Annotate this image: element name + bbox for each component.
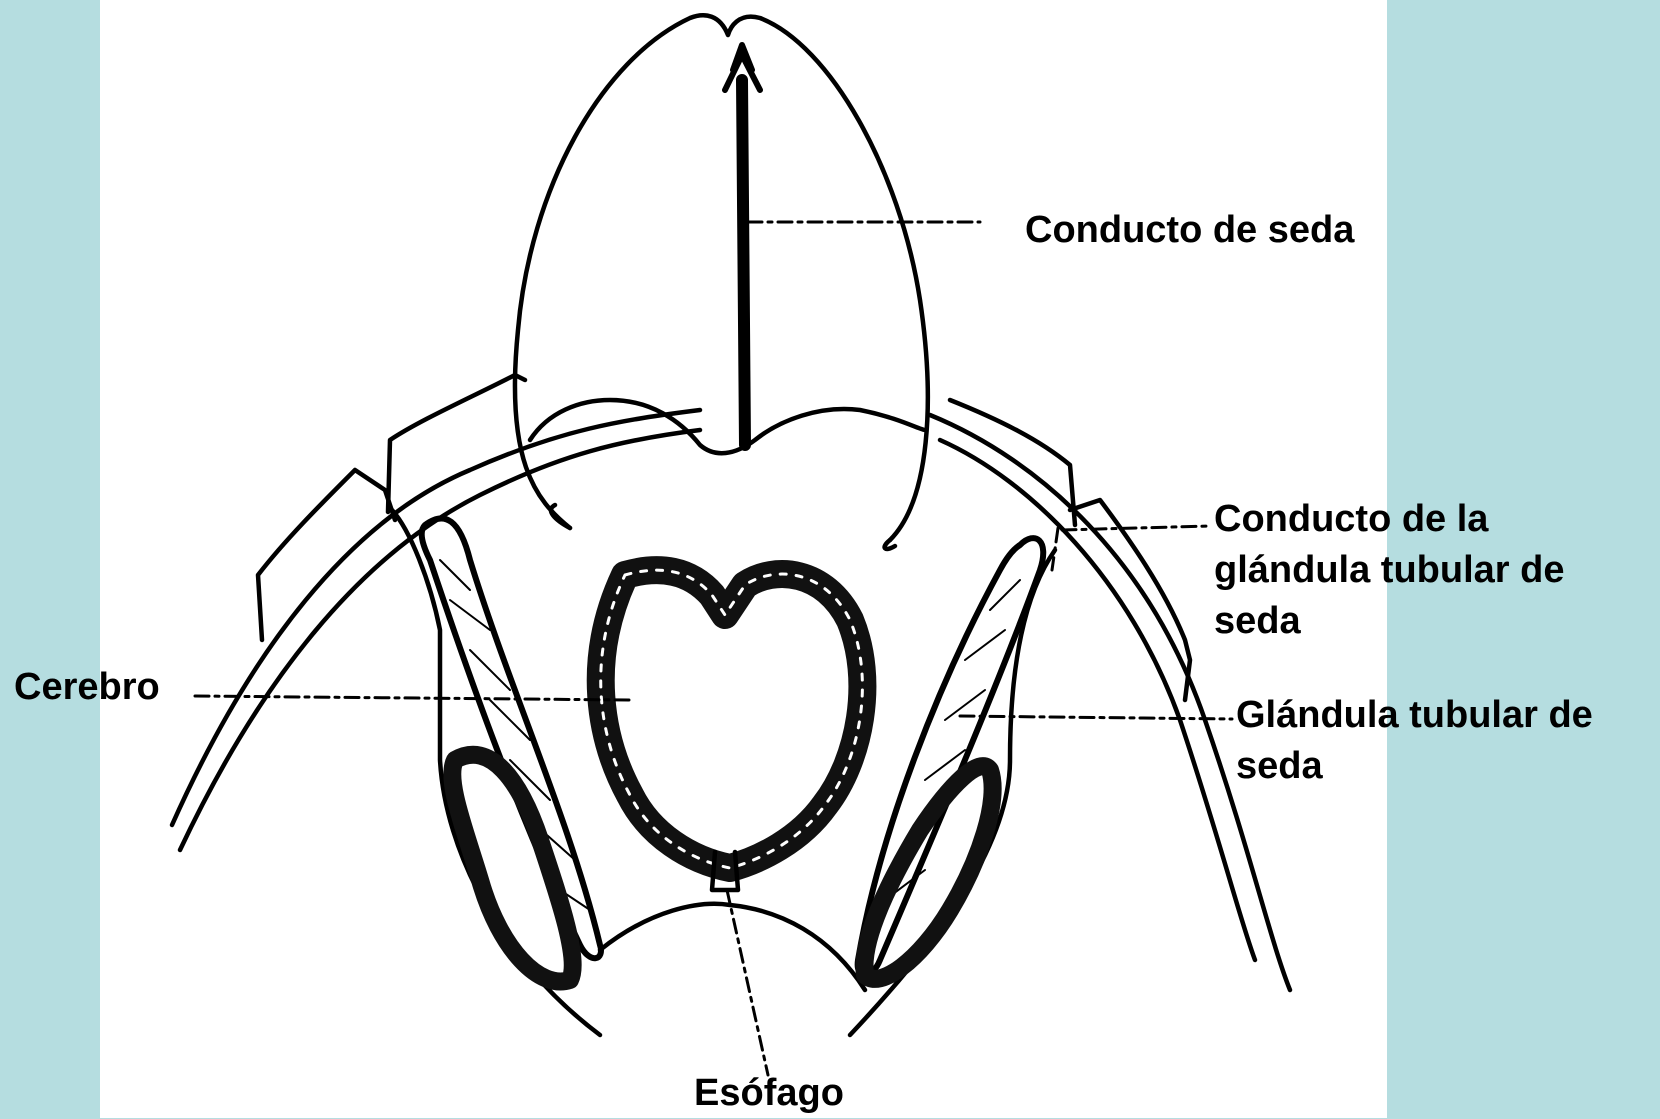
label-esophagus: Esófago [694,1068,844,1119]
brain [601,570,863,868]
leader-brain [195,696,630,700]
plate-right-1 [950,400,1075,525]
plate-right-2 [1070,500,1190,700]
chelicera-outline [515,15,928,540]
silk-duct [742,80,745,445]
esophagus-dome [600,904,865,990]
tubular-gland-left [422,518,601,958]
chelicera-tip-left [551,505,570,528]
leader-tubular-gland [960,716,1232,719]
leader-tubular-gland-duct-down [1052,528,1058,570]
leader-esophagus [727,890,768,1075]
plate-left-2 [388,375,525,512]
chelicera-tip-right [885,540,895,549]
label-tubular-gland-duct: Conducto de la glándula tubular de seda [1214,494,1564,647]
label-tubular-gland: Glándula tubular de seda [1236,690,1593,792]
label-silk-duct: Conducto de seda [1025,205,1354,256]
leader-tubular-gland-duct [1062,526,1210,530]
label-brain: Cerebro [14,662,160,713]
gland-lobe-left [452,755,572,982]
